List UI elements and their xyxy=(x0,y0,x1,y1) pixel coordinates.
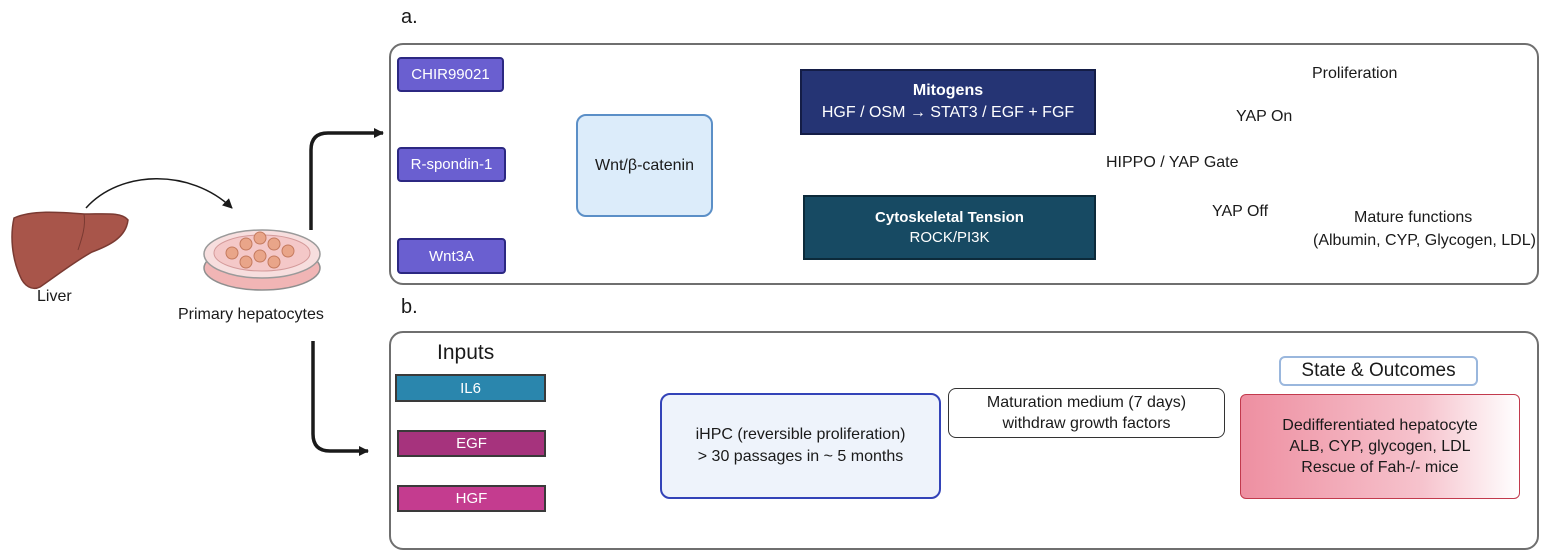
input-wnt3a: Wnt3A xyxy=(397,238,506,274)
hepatocytes-label: Primary hepatocytes xyxy=(178,306,324,323)
input-chir99021: CHIR99021 xyxy=(397,57,504,92)
mitogens-box: Mitogens HGF / OSM → STAT3 / EGF + FGF xyxy=(800,69,1096,135)
mitogens-title: Mitogens xyxy=(912,82,984,99)
inputs-title: Inputs xyxy=(437,341,495,364)
ihpc-line2: > 30 passages in ~ 5 months xyxy=(697,448,904,465)
outcome-line3: Rescue of Fah-/- mice xyxy=(1301,459,1459,476)
ihpc-line1: iHPC (reversible proliferation) xyxy=(695,426,906,443)
arrow-to-panel-a xyxy=(309,128,384,230)
tension-title: Cytoskeletal Tension xyxy=(875,208,1024,226)
state-outcomes-title: State & Outcomes xyxy=(1279,356,1478,386)
arrow-to-panel-b xyxy=(311,341,369,456)
yap-off-label: YAP Off xyxy=(1212,203,1269,220)
maturation-line1: Maturation medium (7 days) xyxy=(986,394,1187,411)
outcome-line2: ALB, CYP, glycogen, LDL xyxy=(1289,438,1471,455)
liver-icon xyxy=(11,211,129,290)
input-r-spondin-1: R-spondin-1 xyxy=(397,147,506,182)
outcome-box: Dedifferentiated hepatocyte ALB, CYP, gl… xyxy=(1240,394,1520,499)
input-hgf: HGF xyxy=(397,485,546,512)
hippo-yap-gate-label: HIPPO / YAP Gate xyxy=(1106,154,1239,171)
petri-dish-icon xyxy=(203,229,321,291)
mitogens-detail: HGF / OSM → STAT3 / EGF + FGF xyxy=(821,104,1075,121)
outcome-line1: Dedifferentiated hepatocyte xyxy=(1282,417,1478,434)
panel-a-letter: a. xyxy=(401,6,418,28)
cytoskeletal-tension-box: Cytoskeletal Tension ROCK/PI3K xyxy=(803,195,1096,260)
mature-functions-detail: (Albumin, CYP, Glycogen, LDL) xyxy=(1313,232,1536,249)
maturation-line2: withdraw growth factors xyxy=(1002,415,1171,432)
liver-label: Liver xyxy=(37,288,72,305)
input-egf: EGF xyxy=(397,430,546,457)
ihpc-box: iHPC (reversible proliferation) > 30 pas… xyxy=(660,393,941,499)
maturation-medium-box: Maturation medium (7 days) withdraw grow… xyxy=(948,388,1225,438)
proliferation-label: Proliferation xyxy=(1312,65,1398,82)
panel-b-letter: b. xyxy=(401,296,418,318)
liver-to-dish-arrow xyxy=(85,178,233,209)
wnt-beta-catenin-hub: Wnt/β-catenin xyxy=(576,114,713,217)
mature-functions-label: Mature functions xyxy=(1354,209,1473,226)
tension-detail: ROCK/PI3K xyxy=(909,228,990,246)
yap-on-label: YAP On xyxy=(1236,108,1293,125)
input-il6: IL6 xyxy=(395,374,546,402)
